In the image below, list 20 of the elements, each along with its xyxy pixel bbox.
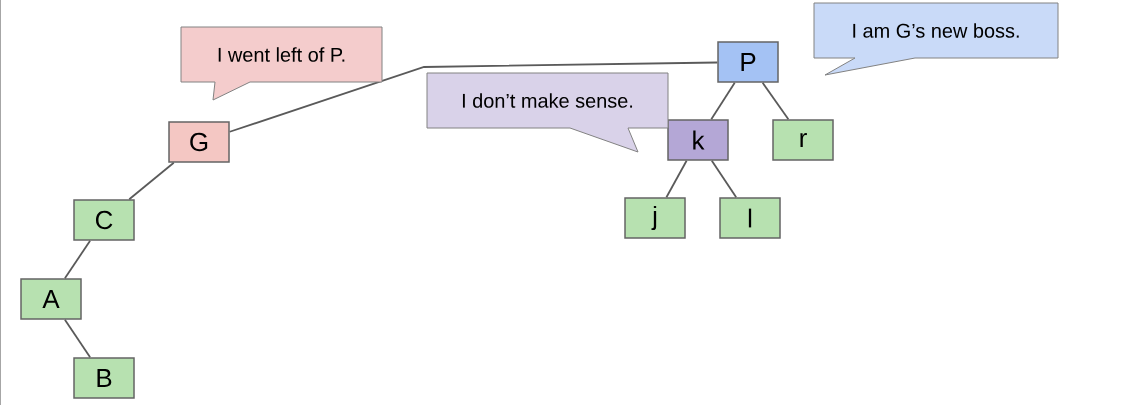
speech-bubble: I am G’s new boss. bbox=[813, 2, 1059, 76]
tree-node-box: j bbox=[624, 197, 686, 239]
tree-node-box: r bbox=[772, 119, 834, 161]
tree-node-box: k bbox=[667, 119, 729, 161]
connector-line bbox=[128, 161, 175, 201]
connector-line bbox=[710, 81, 736, 121]
connector-line bbox=[64, 239, 91, 280]
speech-bubble: I don’t make sense. bbox=[426, 72, 669, 153]
connector-line bbox=[761, 81, 790, 121]
connector-line bbox=[710, 159, 738, 199]
tree-node-box: G bbox=[168, 121, 230, 163]
connector-line bbox=[665, 159, 688, 199]
tree-node-box: P bbox=[717, 41, 779, 83]
tree-node-box: l bbox=[719, 197, 781, 239]
connector-line bbox=[64, 318, 91, 359]
tree-node-box: A bbox=[20, 278, 82, 320]
tree-node-box: C bbox=[73, 199, 135, 241]
tree-node-box: B bbox=[73, 357, 135, 399]
connector-line bbox=[228, 61, 719, 133]
speech-bubble: I went left of P. bbox=[180, 26, 383, 101]
